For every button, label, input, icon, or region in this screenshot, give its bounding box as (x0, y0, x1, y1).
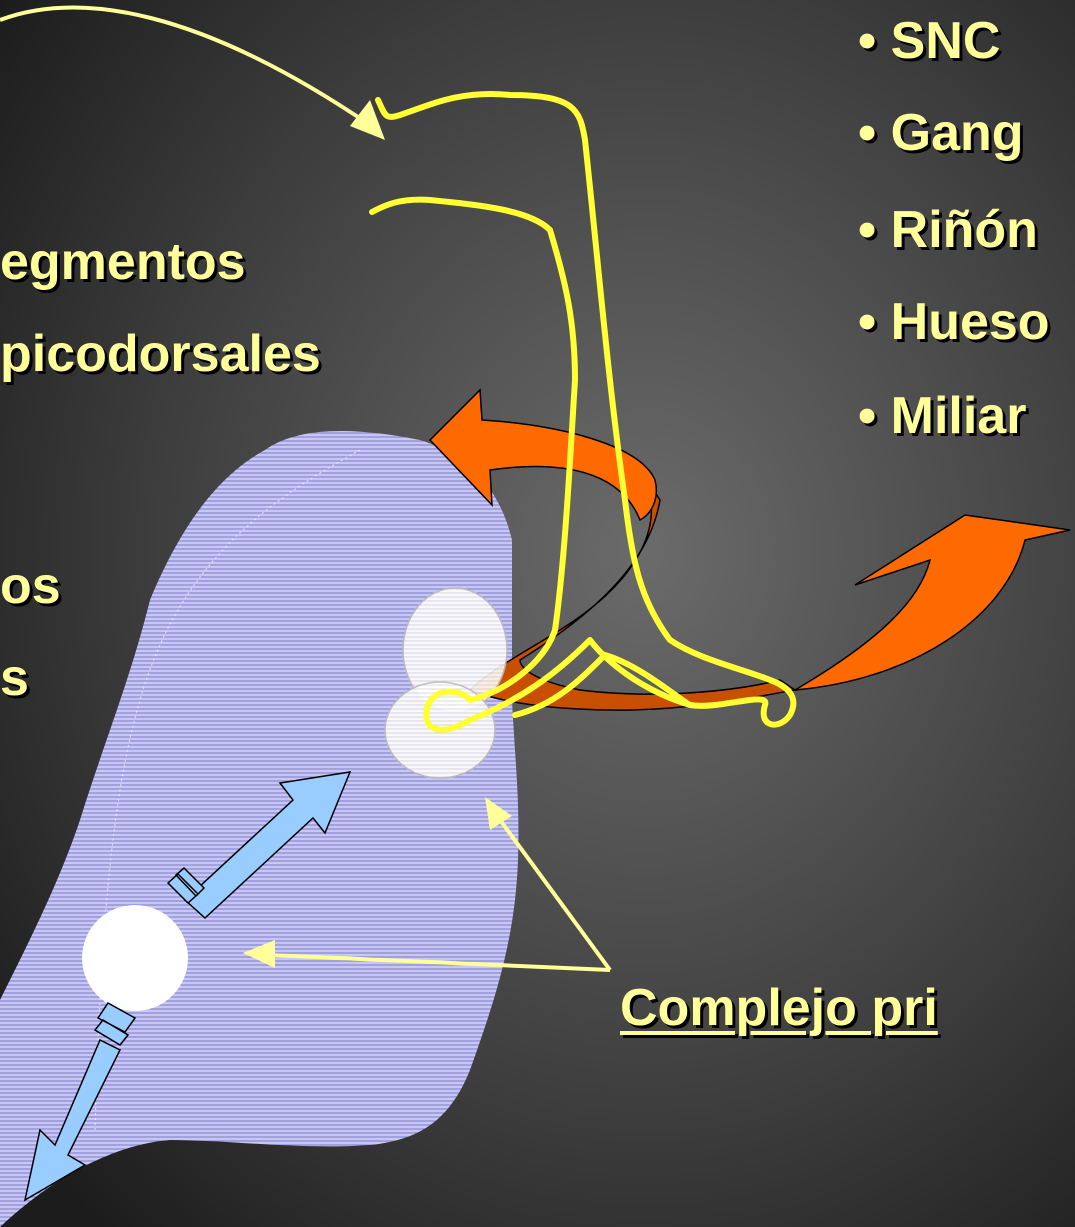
caption-complejo-primario: Complejo pri (620, 982, 938, 1034)
left-label-line-4: s (0, 652, 29, 704)
bullet-snc: • SNC (858, 15, 1000, 67)
left-label-line-3: os (0, 560, 61, 612)
bullet-rinon: • Riñón (858, 204, 1038, 256)
bullet-miliar: • Miliar (858, 390, 1026, 442)
left-label-line-2: picodorsales (0, 328, 321, 380)
left-label-line-1: egmentos (0, 236, 246, 288)
bullet-hueso: • Hueso (858, 296, 1050, 348)
ghon-focus (82, 905, 188, 1011)
bullet-gang: • Gang (858, 107, 1024, 159)
